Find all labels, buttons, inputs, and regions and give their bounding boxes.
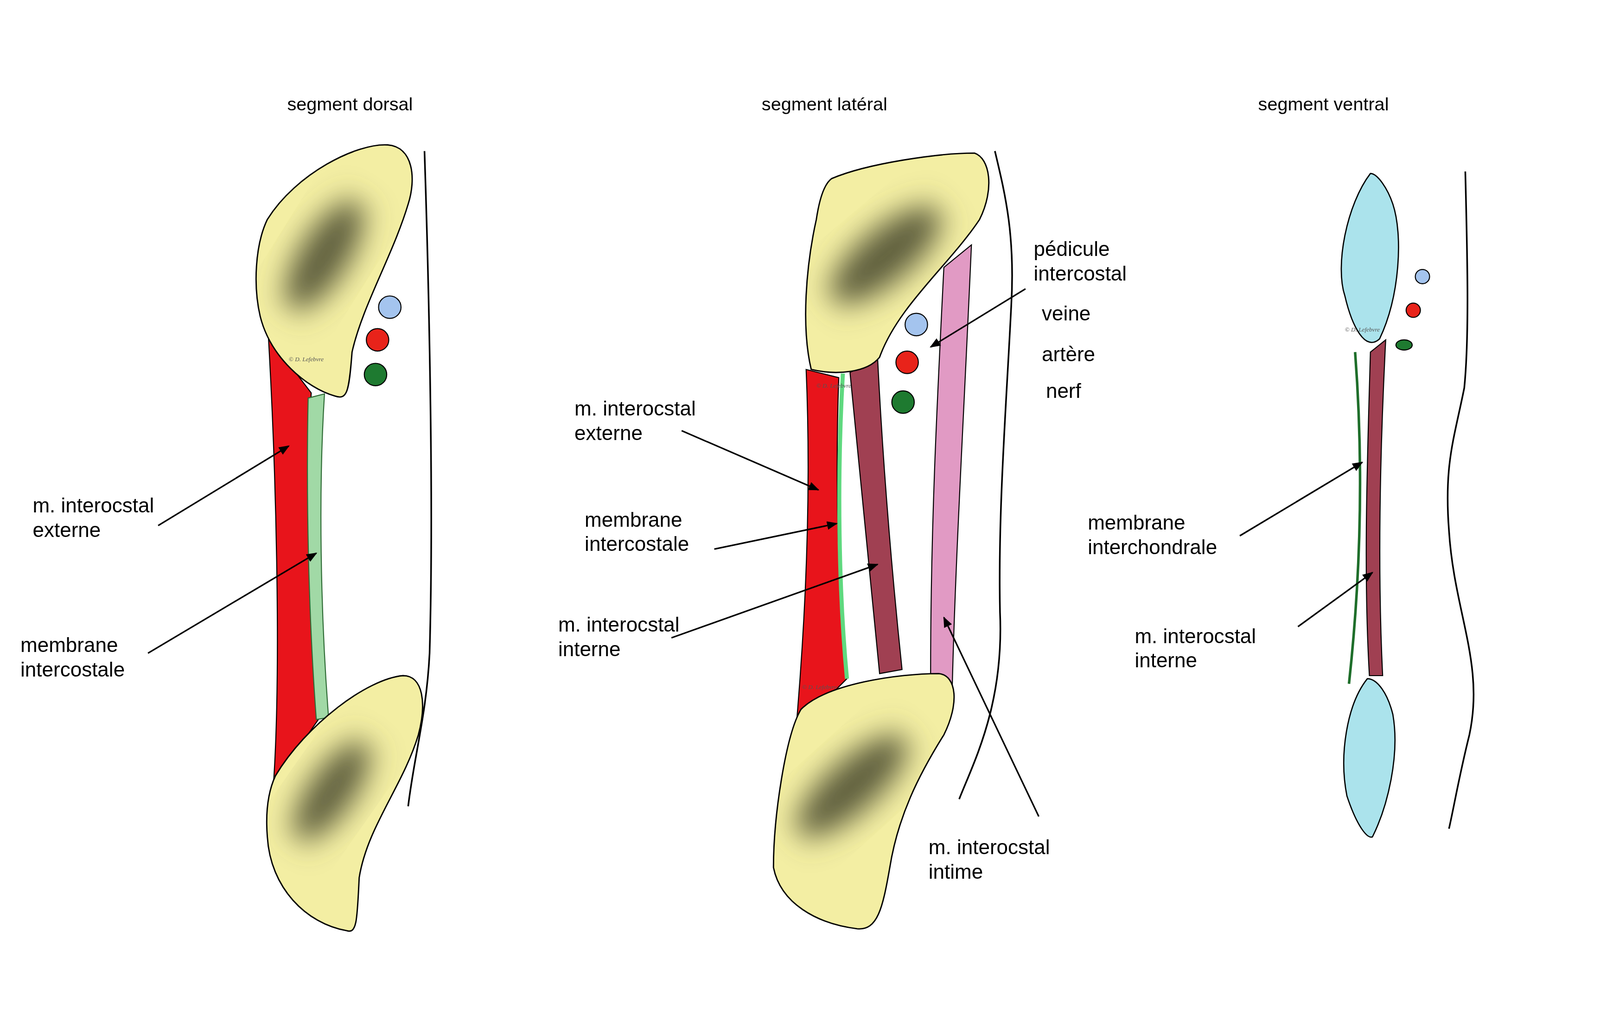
rib bbox=[266, 675, 423, 931]
artery bbox=[895, 350, 918, 374]
nerve bbox=[892, 390, 915, 414]
leader-line bbox=[1298, 572, 1373, 627]
watermark: © D. Lefebvre bbox=[802, 683, 837, 691]
innermost-intercostal bbox=[930, 244, 972, 696]
intercostal-membrane bbox=[839, 373, 847, 679]
leader-line bbox=[943, 617, 1040, 817]
internal-intercostal bbox=[1366, 339, 1386, 676]
segment-title: segment dorsal bbox=[248, 91, 453, 117]
anatomy-label: membrane intercostale bbox=[20, 632, 164, 683]
anatomy-label: m. interocstal externe bbox=[574, 395, 738, 446]
leader-line bbox=[1239, 462, 1363, 536]
watermark: © D. Lefebvre bbox=[816, 382, 852, 390]
anatomy-label: membrane interchondrale bbox=[1087, 509, 1251, 560]
rib bbox=[805, 152, 989, 373]
vein bbox=[1415, 269, 1430, 284]
rib bbox=[773, 673, 955, 929]
leader-line bbox=[158, 446, 289, 526]
nerve bbox=[364, 363, 387, 386]
pleura-line bbox=[1447, 171, 1474, 829]
anatomy-label: pédicule intercostal bbox=[1033, 236, 1177, 287]
watermark: © D. Lefebvre bbox=[288, 356, 324, 364]
anatomy-label: m. interocstal interne bbox=[558, 612, 722, 662]
anatomy-label: m. interocstal intime bbox=[928, 834, 1092, 884]
costal-cartilage bbox=[1341, 173, 1399, 343]
leader-line bbox=[671, 564, 878, 638]
external-intercostal bbox=[796, 369, 848, 730]
artery bbox=[366, 328, 389, 351]
costal-cartilage bbox=[1343, 678, 1395, 838]
artery bbox=[1406, 303, 1421, 318]
anatomy-label: artère bbox=[1041, 341, 1165, 367]
anatomy-label: nerf bbox=[1045, 378, 1169, 404]
segment-title: segment latéral bbox=[722, 91, 927, 117]
segment-title: segment ventral bbox=[1221, 91, 1426, 117]
leader-line bbox=[714, 523, 837, 549]
interchondral-membrane bbox=[1349, 351, 1361, 684]
anatomy-label: m. interocstal interne bbox=[1134, 623, 1298, 673]
anatomy-label: veine bbox=[1041, 300, 1165, 326]
leader-line bbox=[147, 553, 317, 654]
leader-line bbox=[681, 430, 819, 491]
vein bbox=[378, 295, 402, 319]
watermark: © D. Lefebvre bbox=[1345, 326, 1380, 334]
leader-line bbox=[930, 288, 1026, 347]
nerve bbox=[1396, 339, 1413, 351]
anatomy-label: m. interocstal externe bbox=[32, 492, 196, 542]
vein bbox=[905, 313, 928, 336]
rib bbox=[255, 144, 413, 397]
anatomy-label: membrane intercostale bbox=[584, 507, 728, 557]
